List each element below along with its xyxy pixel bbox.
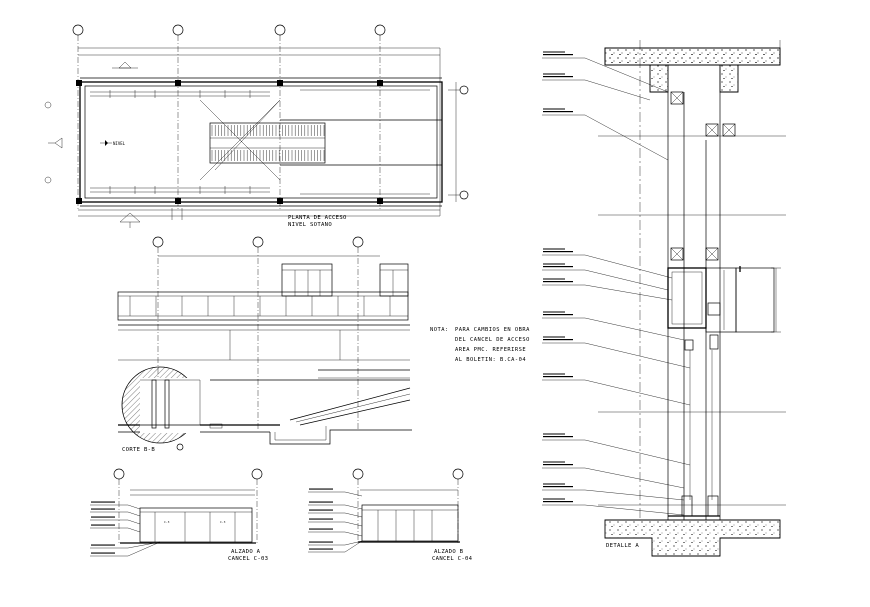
panel-tag-1: C-3 <box>164 520 170 524</box>
plan-title-line2: NIVEL SOTANO <box>288 222 332 228</box>
elevation-a-title-1: ALZADO A <box>231 549 261 555</box>
plan-view: NIVEL PLANTA DE ACCESO NIVEL SOTANO <box>44 24 469 228</box>
elevation-b: ALZADO B CANCEL C-04 <box>308 468 473 562</box>
elevation-b-title-1: ALZADO B <box>434 549 464 555</box>
detail-leaders <box>542 51 691 516</box>
section-mullions <box>129 296 391 316</box>
plan-title-line1: PLANTA DE ACCESO <box>288 215 347 221</box>
grid-bubbles-top <box>72 24 386 210</box>
note-prefix: NOTA: <box>430 327 449 333</box>
plan-escalator <box>199 99 326 181</box>
plan-level-label: NIVEL <box>113 141 126 146</box>
detail-steel-tubes <box>670 91 736 261</box>
section-title: CORTE B-B <box>122 447 155 453</box>
note-line-4: AL BOLETIN: B.CA-04 <box>455 357 526 363</box>
detail-a: DETALLE A <box>542 40 786 557</box>
note-block: NOTA: PARA CAMBIOS EN OBRA DEL CANCEL DE… <box>430 327 530 363</box>
note-line-3: AREA PMC. REFERIRSE <box>455 347 526 353</box>
note-line-1: PARA CAMBIOS EN OBRA <box>455 327 530 333</box>
elevation-a-leaders <box>90 501 161 557</box>
elevation-a-title-2: CANCEL C-03 <box>228 556 268 562</box>
elevation-b-leaders <box>308 488 363 553</box>
plan-glazing-ticks <box>90 89 430 195</box>
elevation-a: C-3 C-3 ALZADO A CANCEL C-03 <box>90 468 268 562</box>
elevation-b-title-2: CANCEL C-04 <box>432 556 473 562</box>
note-line-2: DEL CANCEL DE ACCESO <box>455 337 530 343</box>
section-view: CORTE B-B <box>117 236 412 453</box>
detail-title: DETALLE A <box>606 543 639 549</box>
panel-tag-2: C-3 <box>220 520 226 524</box>
stair-treads <box>211 125 325 161</box>
